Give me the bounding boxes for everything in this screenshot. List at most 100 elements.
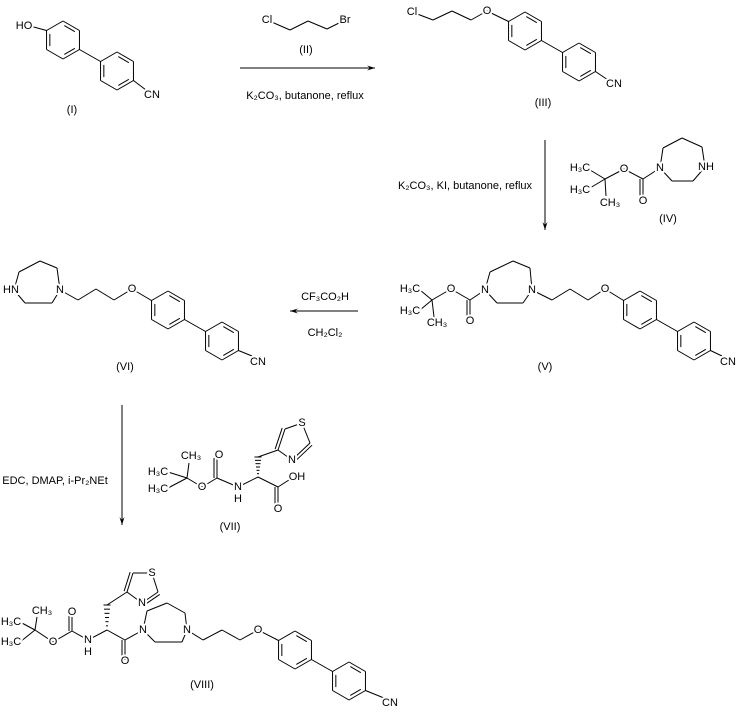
arrow-head bbox=[290, 308, 298, 314]
bond bbox=[589, 169, 606, 180]
atom-label: N bbox=[139, 624, 147, 636]
bond bbox=[659, 167, 673, 182]
bond bbox=[52, 630, 73, 643]
atom-label: H bbox=[84, 646, 92, 658]
bond bbox=[257, 476, 279, 488]
bond bbox=[587, 288, 606, 301]
ring-bond bbox=[116, 51, 134, 62]
ring-bond bbox=[562, 42, 580, 53]
bond bbox=[167, 477, 188, 489]
double-bond bbox=[123, 571, 131, 592]
ring-bond bbox=[623, 290, 641, 301]
compound-label-VIII: (VIII) bbox=[190, 679, 214, 691]
atom-label: CN bbox=[382, 697, 398, 709]
nitrile-bond bbox=[710, 350, 723, 357]
reagent-step4: EDC, DMAP, i-Pr₂NEt bbox=[2, 475, 108, 487]
ring-bond bbox=[278, 630, 296, 641]
bond bbox=[604, 178, 607, 197]
bond bbox=[419, 299, 433, 311]
bond bbox=[13, 289, 26, 304]
bond bbox=[167, 471, 188, 479]
bond bbox=[681, 137, 703, 148]
bond bbox=[662, 137, 683, 149]
bond bbox=[166, 602, 186, 614]
ring-bond bbox=[524, 11, 542, 22]
atom-label: S bbox=[148, 567, 155, 579]
ring-bond bbox=[677, 350, 695, 361]
bond bbox=[604, 288, 624, 301]
biaryl-bond bbox=[311, 659, 333, 672]
atom-label: Br bbox=[340, 14, 351, 26]
atom-label: H₃C bbox=[570, 184, 590, 196]
ring-bond bbox=[508, 40, 526, 51]
bond bbox=[266, 19, 291, 31]
bond bbox=[59, 289, 79, 301]
nitrile-bond bbox=[238, 350, 253, 357]
reaction-arrow-1 bbox=[240, 65, 375, 71]
atom-label: O bbox=[68, 606, 77, 618]
aromatic-inner-bond bbox=[641, 295, 653, 303]
aromatic-inner-bond bbox=[296, 635, 308, 643]
bond bbox=[569, 288, 589, 301]
bond bbox=[419, 289, 433, 301]
atom-label: CN bbox=[720, 356, 736, 368]
aromatic-inner-bond bbox=[64, 25, 76, 33]
reagent-step3-solvent: CH₂Cl₂ bbox=[308, 327, 343, 339]
aromatic-inner-bond bbox=[118, 56, 130, 64]
bond bbox=[186, 462, 190, 479]
reagent-step2: K₂CO₃, KI, butanone, reflux bbox=[398, 180, 533, 192]
ring-bond bbox=[46, 20, 64, 31]
compound-label-V: (V) bbox=[538, 361, 553, 373]
nitrile-bond bbox=[365, 690, 385, 699]
bond bbox=[151, 572, 159, 593]
atom-label: O bbox=[483, 5, 492, 17]
atom-label: CH₃ bbox=[32, 605, 52, 617]
arrow-head bbox=[542, 222, 548, 230]
atom-label: O bbox=[128, 283, 137, 295]
bond bbox=[221, 629, 241, 641]
bond bbox=[71, 630, 89, 641]
aromatic-inner-bond bbox=[526, 16, 538, 24]
atom-label: H₃C bbox=[1, 616, 21, 628]
ring-bond bbox=[578, 71, 596, 82]
ring-bond bbox=[332, 661, 350, 672]
ring-bond bbox=[508, 11, 526, 22]
atom-label: S bbox=[298, 417, 305, 429]
aromatic-inner-bond bbox=[169, 317, 181, 325]
atom-label: HO bbox=[16, 20, 33, 32]
atom-label: CH₃ bbox=[181, 450, 201, 462]
bond bbox=[186, 629, 204, 641]
compound-label-III: (III) bbox=[535, 97, 552, 109]
aromatic-inner-bond bbox=[695, 348, 707, 356]
atom-label: N bbox=[528, 284, 536, 296]
bond bbox=[18, 260, 41, 273]
bond bbox=[77, 288, 97, 301]
bond bbox=[451, 10, 472, 21]
ring-bond bbox=[151, 290, 169, 301]
atom-label: O bbox=[639, 195, 648, 207]
bond bbox=[484, 289, 498, 304]
bond bbox=[237, 476, 259, 488]
bond bbox=[522, 289, 533, 304]
atom-label: HN bbox=[3, 284, 19, 296]
bond bbox=[257, 449, 279, 458]
bond bbox=[95, 288, 115, 301]
bond bbox=[142, 610, 148, 631]
atom-label: N bbox=[56, 284, 64, 296]
atom-label: N bbox=[234, 481, 242, 493]
ring-bond bbox=[116, 80, 134, 91]
bond bbox=[589, 178, 606, 189]
atom-label: CN bbox=[606, 78, 622, 90]
ring-bond bbox=[562, 71, 580, 82]
ring-bond bbox=[278, 659, 296, 670]
ring-bond bbox=[46, 49, 64, 60]
ring-bond bbox=[332, 690, 350, 701]
bond bbox=[29, 25, 47, 31]
bond bbox=[146, 602, 168, 612]
atom-label: H₃C bbox=[400, 283, 420, 295]
aromatic-inner-bond bbox=[695, 326, 707, 334]
bond bbox=[277, 449, 293, 461]
atom-label: H₃C bbox=[400, 305, 420, 317]
ring-bond bbox=[294, 630, 312, 641]
